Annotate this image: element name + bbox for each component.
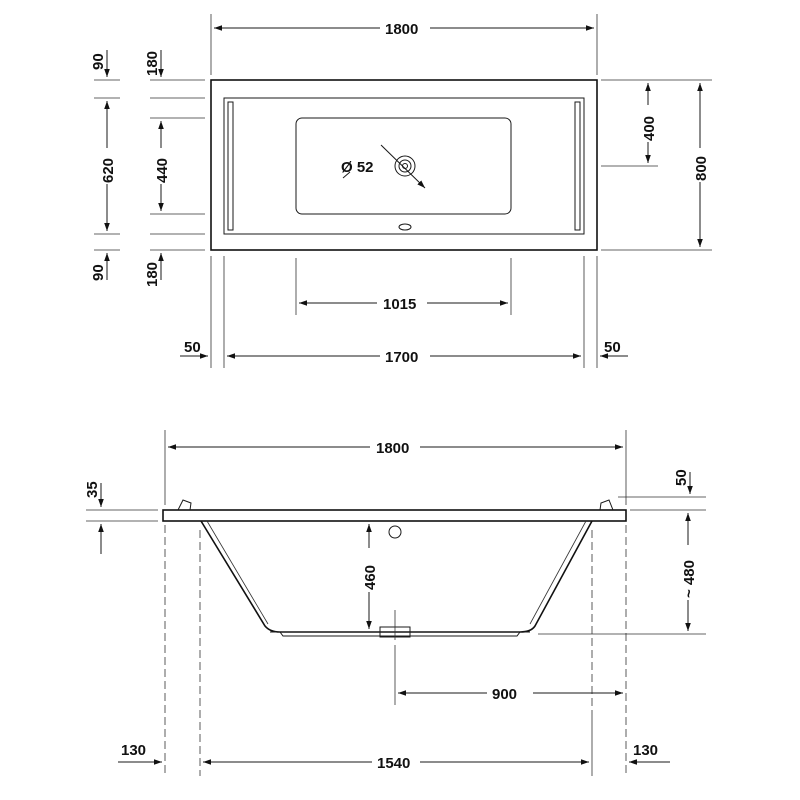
dim-rim-thickness: 35	[84, 481, 101, 498]
overflow-hole-icon	[388, 525, 402, 539]
dim-side-left: 50	[184, 339, 201, 356]
dim-rim-inner-bottom: 180	[144, 262, 161, 287]
dim-total-height: ~ 480	[681, 560, 698, 598]
dim-drain-position: 900	[492, 686, 517, 703]
side-rim	[162, 509, 627, 522]
dim-rim-inner-top: 180	[144, 51, 161, 76]
dim-side-right: 50	[604, 339, 621, 356]
dim-rim-top: 90	[90, 53, 107, 70]
left-armrest-profile	[177, 499, 192, 511]
overflow-drain	[398, 223, 412, 231]
dim-overall-width: 1800	[385, 21, 418, 38]
dim-basin-depth: 440	[154, 158, 171, 183]
dim-rim-bottom: 90	[90, 264, 107, 281]
left-armrest	[227, 101, 234, 231]
dim-drain-offset: 400	[641, 116, 658, 141]
tub-feet	[270, 631, 530, 637]
dim-foot-left: 130	[121, 742, 146, 759]
dim-inner-depth: 620	[100, 158, 117, 183]
drain-diameter-label: Ø 52	[341, 159, 374, 176]
dim-depth: 460	[362, 565, 379, 590]
tub-inner-rim	[223, 97, 585, 235]
tub-outer-rim	[210, 79, 598, 251]
dim-rim-right: 50	[673, 469, 690, 486]
top-view: Ø 52 1800 400 800 90 180	[90, 14, 712, 368]
right-armrest	[574, 101, 581, 231]
basin-outline	[295, 117, 512, 215]
dim-foot-right: 130	[633, 742, 658, 759]
right-armrest-profile	[599, 499, 614, 511]
dim-bottom-length: 1540	[377, 755, 410, 772]
dim-side-overall-width: 1800	[376, 440, 409, 457]
drain-icon	[342, 144, 426, 189]
side-view: 1800 35 50 ~ 480 460 900 1540	[84, 430, 706, 776]
dim-basin-length: 1015	[383, 296, 416, 313]
dim-inner-length: 1700	[385, 349, 418, 366]
dim-overall-depth: 800	[693, 156, 710, 181]
